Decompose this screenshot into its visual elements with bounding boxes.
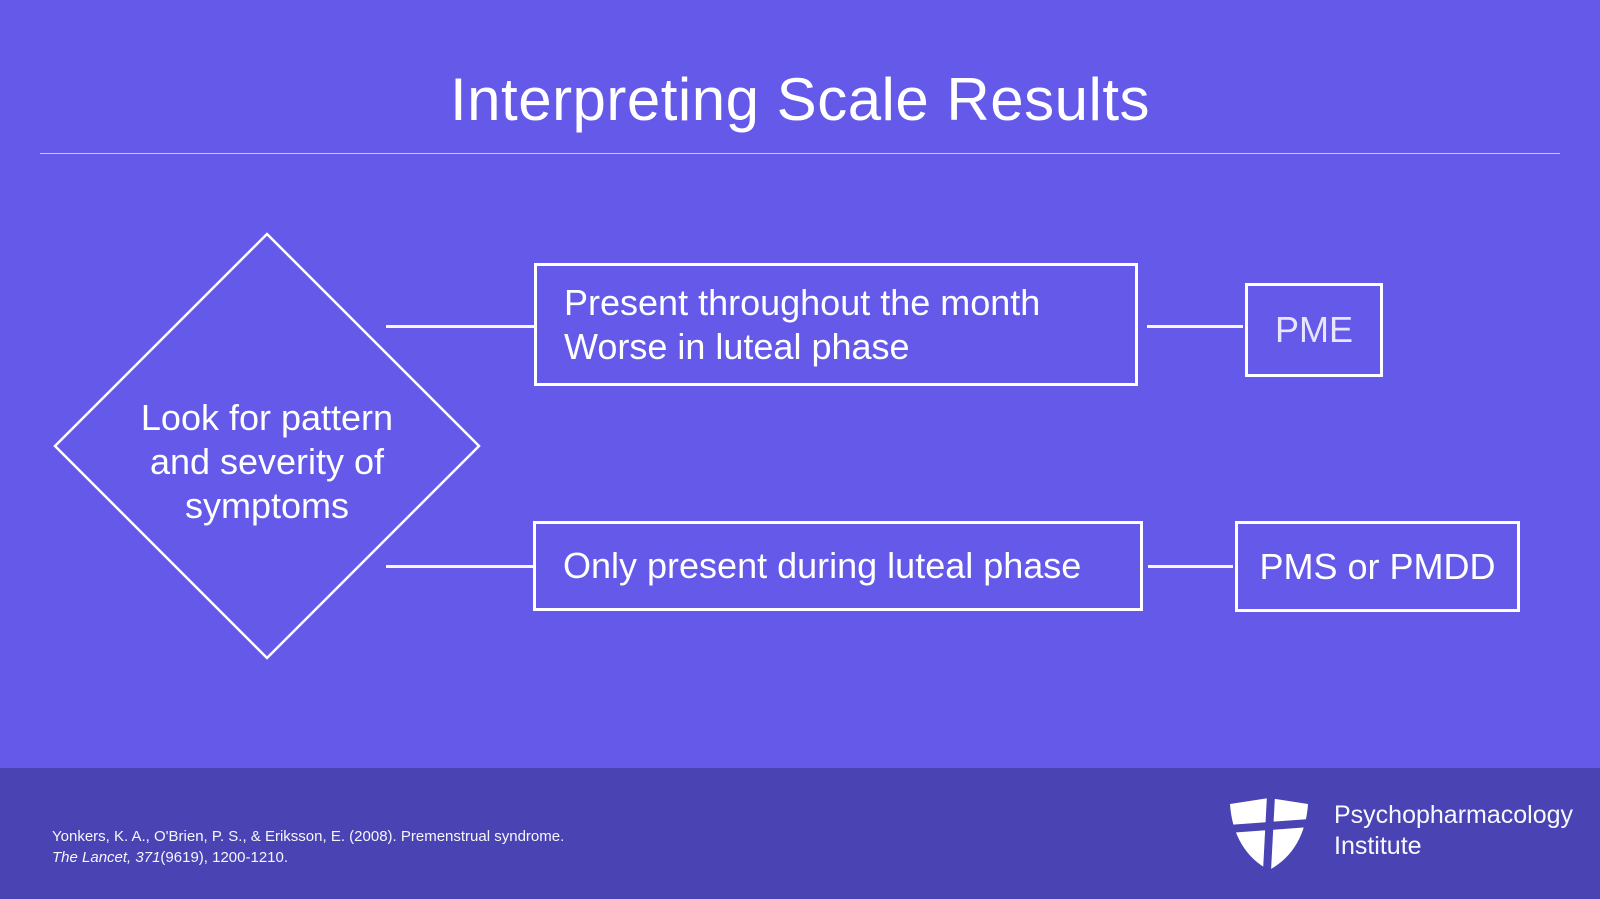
connector-condition-1-to-outcome-1: [1147, 325, 1243, 328]
institute-logo: Psychopharmacology Institute: [1228, 792, 1573, 871]
decision-diamond-label: Look for pattern and severity of symptom…: [140, 397, 394, 526]
decision-diamond-shape: [53, 232, 481, 660]
citation-line-1: Yonkers, K. A., O'Brien, P. S., & Erikss…: [52, 828, 565, 845]
title-divider: [40, 153, 1560, 154]
footer: Yonkers, K. A., O'Brien, P. S., & Erikss…: [0, 768, 1600, 899]
connector-diamond-to-condition-1: [386, 325, 535, 328]
condition-box-1: Present throughout the month Worse in lu…: [534, 263, 1138, 386]
condition-1-line-1: Present throughout the month: [564, 281, 1041, 323]
logo-name-line-2: Institute: [1334, 832, 1422, 860]
citation-line-2: The Lancet, 371(9619), 1200-1210.: [52, 847, 564, 868]
condition-box-2: Only present during luteal phase: [533, 521, 1143, 611]
condition-1-line-2: Worse in luteal phase: [564, 325, 910, 367]
shield-cross-icon: [1228, 795, 1310, 871]
citation-issue-pages: (9619), 1200-1210.: [160, 849, 289, 866]
condition-2-line-1: Only present during luteal phase: [563, 545, 1082, 586]
citation-journal-volume: The Lancet, 371: [52, 849, 161, 866]
logo-name-line-1: Psychopharmacology: [1334, 801, 1574, 829]
connector-diamond-to-condition-2: [386, 565, 533, 568]
citation: Yonkers, K. A., O'Brien, P. S., & Erikss…: [52, 826, 564, 868]
outcome-box-pms-pmdd: PMS or PMDD: [1235, 521, 1520, 612]
connector-condition-2-to-outcome-2: [1148, 565, 1233, 568]
outcome-box-pme: PME: [1245, 283, 1383, 377]
institute-logo-text: Psychopharmacology Institute: [1334, 792, 1573, 862]
slide-title: Interpreting Scale Results: [449, 66, 1150, 133]
